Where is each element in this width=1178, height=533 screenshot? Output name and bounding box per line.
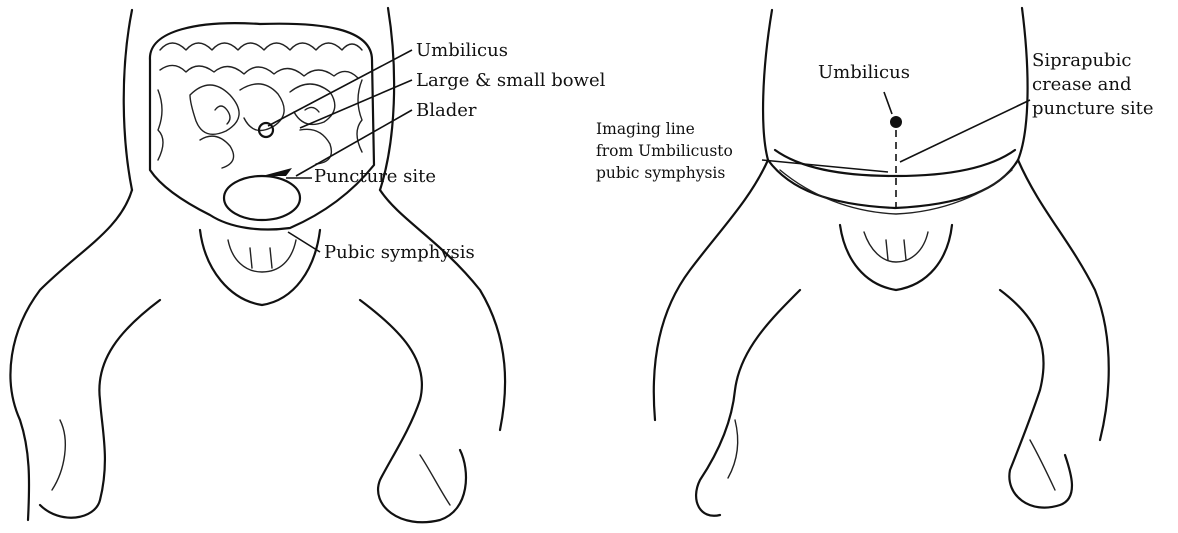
label-crease-line2: crease and — [1032, 74, 1132, 95]
label-umbilicus-right: Umbilicus — [818, 62, 910, 83]
label-bladder: Blader — [416, 100, 477, 121]
bowel-illustration — [158, 43, 362, 168]
leader-umbilicus-right — [884, 92, 892, 114]
bladder-shape — [224, 176, 300, 220]
label-crease-line1: Siprapubic — [1032, 50, 1131, 71]
label-imaging-line1: Imaging line — [596, 120, 695, 138]
label-puncture-site: Puncture site — [314, 166, 436, 187]
label-imaging-line3: pubic symphysis — [596, 164, 725, 182]
label-pubic-symphysis: Pubic symphysis — [324, 242, 475, 263]
left-leader-lines — [268, 50, 412, 252]
umbilicus-dot — [890, 116, 902, 128]
label-large-small-bowel: Large & small bowel — [416, 70, 606, 91]
leader-umbilicus — [268, 50, 412, 126]
label-umbilicus-left: Umbilicus — [416, 40, 508, 61]
leader-bowel — [300, 80, 412, 128]
label-crease-line3: puncture site — [1032, 98, 1153, 119]
label-imaging-line2: from Umbilicusto — [596, 142, 733, 160]
